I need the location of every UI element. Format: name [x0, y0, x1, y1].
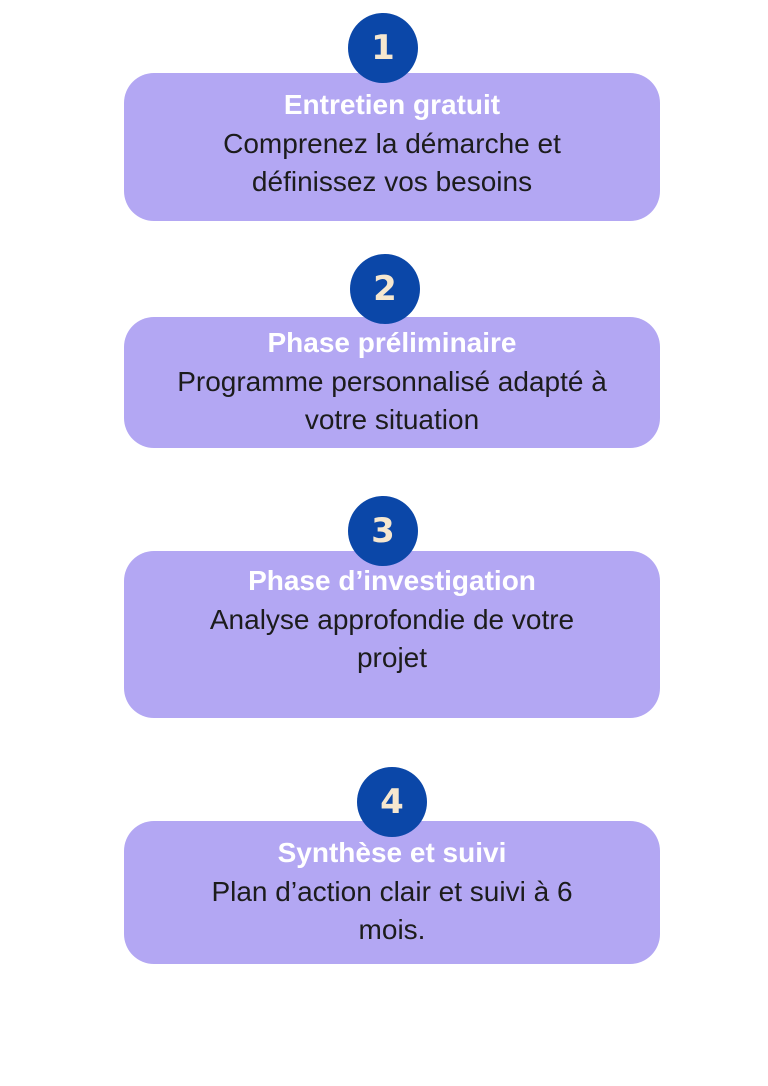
- step-description-4: Plan d’action clair et suivi à 6 mois.: [211, 876, 573, 945]
- step-description-1: Comprenez la démarche et définissez vos …: [223, 128, 561, 197]
- step-number-4: 4: [380, 782, 404, 822]
- step-number-2: 2: [373, 269, 397, 309]
- step-title-2: Phase préliminaire: [267, 327, 517, 358]
- step-number-badge-2: 2: [350, 254, 420, 324]
- step-card-4: Synthèse et suivi Plan d’action clair et…: [124, 821, 660, 964]
- step-card-1: Entretien gratuit Comprenez la démarche …: [124, 73, 660, 221]
- step-title-4: Synthèse et suivi: [277, 837, 507, 868]
- step-card-3: Phase d’investigation Analyse approfondi…: [124, 551, 660, 718]
- step-number-1: 1: [371, 28, 395, 68]
- step-number-badge-1: 1: [348, 13, 418, 83]
- step-number-badge-3: 3: [348, 496, 418, 566]
- step-card-2: Phase préliminaire Programme personnalis…: [124, 317, 660, 448]
- step-number-badge-4: 4: [357, 767, 427, 837]
- step-number-3: 3: [371, 511, 395, 551]
- step-title-1: Entretien gratuit: [283, 89, 501, 120]
- step-description-3: Analyse approfondie de votre projet: [209, 604, 575, 673]
- step-description-2: Programme personnalisé adapté à votre si…: [177, 366, 607, 435]
- step-title-3: Phase d’investigation: [248, 565, 536, 596]
